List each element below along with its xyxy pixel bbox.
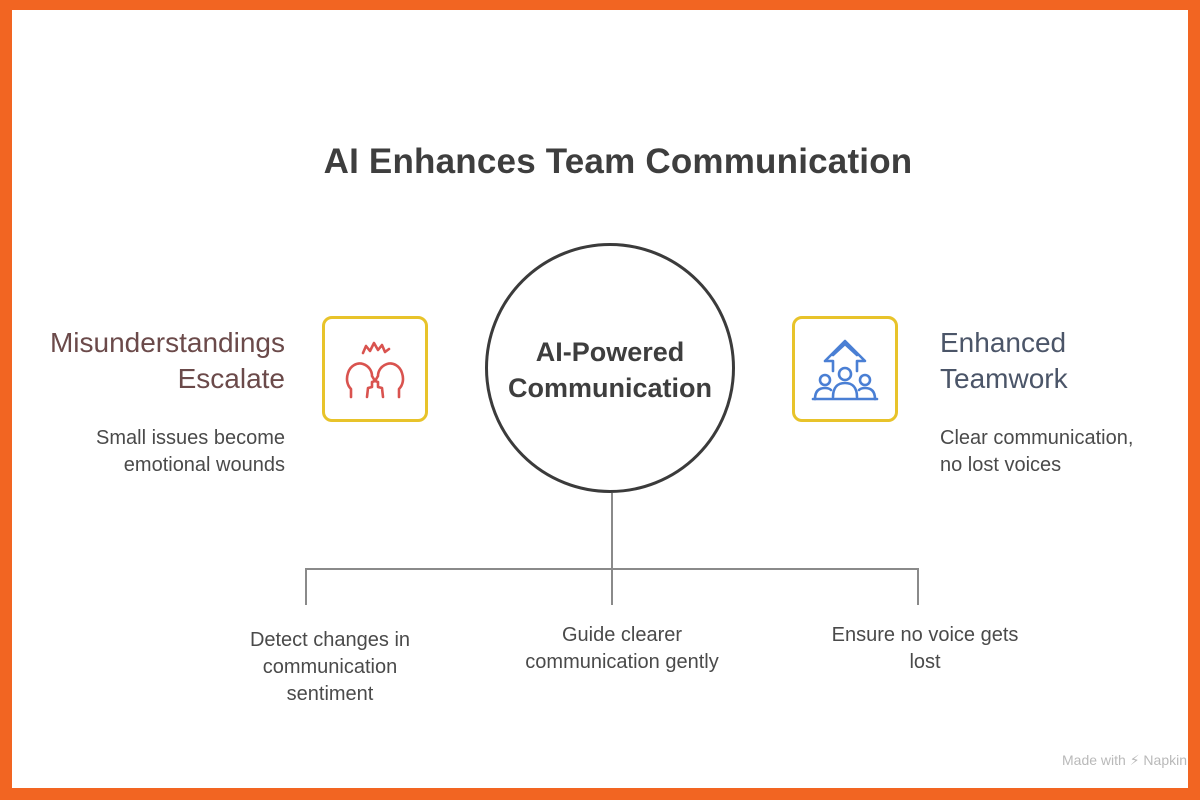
left-description: Small issues become emotional wounds xyxy=(20,425,285,479)
watermark: Made with ⚡ Napkin xyxy=(1062,752,1187,768)
branch-detect-sentiment: Detect changes in communication sentimen… xyxy=(210,627,450,708)
center-label-line2: Communication xyxy=(507,373,712,403)
right-desc-line1: Clear communication, xyxy=(940,427,1134,449)
branch-3-line1: Ensure no voice gets xyxy=(831,624,1019,646)
branch-2-line2: communication gently xyxy=(525,651,719,673)
left-heading: Misunderstandings Escalate xyxy=(20,325,285,397)
left-heading-line1: Misunderstandings xyxy=(49,327,285,358)
right-heading-line2: Teamwork xyxy=(940,363,1068,394)
center-label: AI-Powered Communication xyxy=(485,334,735,406)
branch-1-line1: Detect changes in xyxy=(249,629,411,651)
left-icon-box xyxy=(322,316,428,422)
left-desc-line2: emotional wounds xyxy=(123,454,285,476)
right-description: Clear communication, no lost voices xyxy=(940,425,1185,479)
branch-1-line3: sentiment xyxy=(286,683,374,705)
right-heading: Enhanced Teamwork xyxy=(940,325,1180,397)
branch-1-line2: communication xyxy=(262,656,398,678)
diagram-title: AI Enhances Team Communication xyxy=(323,142,913,181)
center-label-line1: AI-Powered xyxy=(535,337,685,367)
right-heading-line1: Enhanced xyxy=(940,327,1067,358)
conflict-heads-icon xyxy=(345,341,405,399)
center-circle xyxy=(485,243,735,493)
right-desc-line2: no lost voices xyxy=(940,454,1062,476)
left-heading-line2: Escalate xyxy=(177,363,285,394)
branch-ensure-voice: Ensure no voice gets lost xyxy=(800,622,1050,676)
team-growth-icon xyxy=(811,339,879,401)
branch-2-line1: Guide clearer xyxy=(561,624,683,646)
branch-guide-communication: Guide clearer communication gently xyxy=(492,622,752,676)
left-desc-line1: Small issues become xyxy=(96,427,285,449)
right-icon-box xyxy=(792,316,898,422)
branch-3-line2: lost xyxy=(909,651,941,673)
